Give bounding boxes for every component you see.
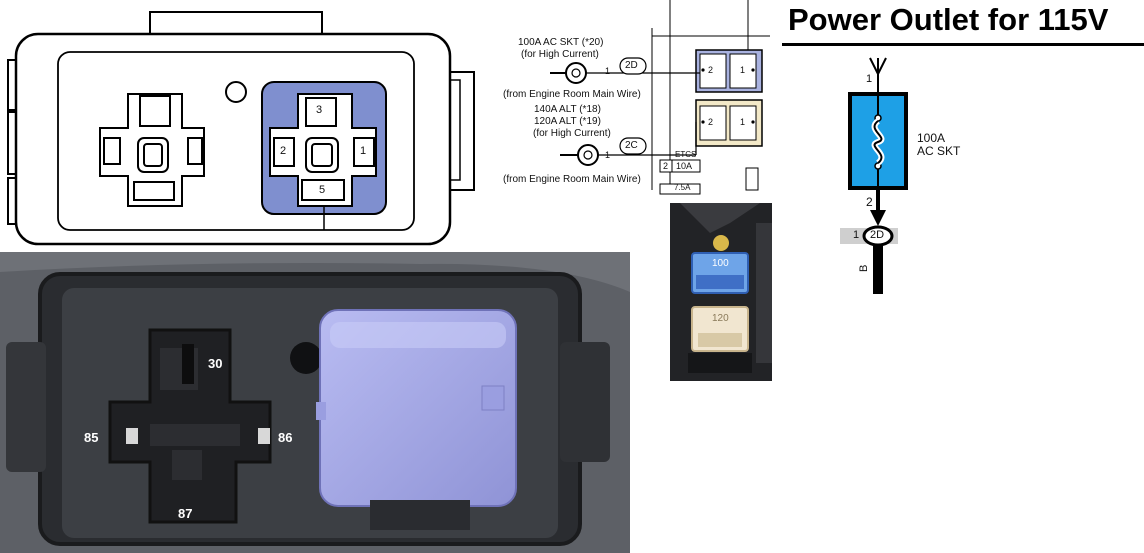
fuse2-connector: 2C (625, 140, 638, 151)
relay-photo-pin-87: 87 (178, 506, 193, 521)
schematic-connector-pin: 1 (853, 229, 860, 241)
etcs-label: ETCS (675, 150, 697, 159)
small-fuse-rating: 7.5A (674, 183, 691, 192)
fuse-photo: 100 120 (670, 203, 772, 381)
schematic-fuse-rating: 100A (917, 131, 946, 145)
schematic-connector: 2D (870, 229, 885, 241)
etcs-pin: 2 (663, 161, 669, 171)
fuse2-label-c: (for High Current) (533, 128, 611, 139)
power-outlet-schematic (840, 57, 908, 294)
fuse1-box-left: 2 (708, 65, 714, 75)
fuse2-label-b: 120A ALT (*19) (534, 116, 601, 127)
fuse-photo-top-label: 100 (712, 258, 729, 269)
fuse2-box-left: 2 (708, 117, 714, 127)
relay-pin-5: 5 (319, 184, 326, 196)
fuse2-pin: 1 (605, 150, 611, 160)
relay-photo-pin-30: 30 (208, 356, 223, 371)
fuse1-label-b: (for High Current) (521, 49, 599, 60)
schematic-fuse-name: AC SKT (917, 144, 961, 158)
fuse2-label-a: 140A ALT (*18) (534, 104, 601, 115)
relay-photo-illustration (0, 252, 630, 553)
fuse1-box-right: 1 (740, 65, 746, 75)
fuse2-from: (from Engine Room Main Wire) (503, 174, 641, 185)
etcs-rating: 10A (676, 161, 693, 171)
relay-block-diagram (7, 11, 475, 246)
schematic-pin-bottom: 2 (866, 195, 873, 209)
relay-pin-2: 2 (280, 145, 287, 157)
fuse-photo-illustration (670, 203, 772, 381)
fuse2-box-right: 1 (740, 117, 746, 127)
fuse1-pin: 1 (605, 66, 611, 76)
schematic-wire-color: B (858, 264, 870, 272)
page-title: Power Outlet for 115V (788, 2, 1109, 37)
relay-pin-3: 3 (316, 104, 323, 116)
fuse1-connector: 2D (625, 60, 638, 71)
wiring-diagram (550, 0, 770, 195)
relay-photo-pin-85: 85 (84, 430, 99, 445)
relay-photo-pin-86: 86 (278, 430, 293, 445)
schematic-pin-top: 1 (866, 73, 873, 85)
title-underline (782, 43, 1144, 46)
fuse1-from: (from Engine Room Main Wire) (503, 89, 641, 100)
relay-pin-1: 1 (360, 145, 367, 157)
relay-photo: 30 85 86 87 (0, 252, 630, 553)
fuse-photo-bottom-label: 120 (712, 313, 729, 324)
fuse1-label-a: 100A AC SKT (*20) (518, 37, 604, 48)
